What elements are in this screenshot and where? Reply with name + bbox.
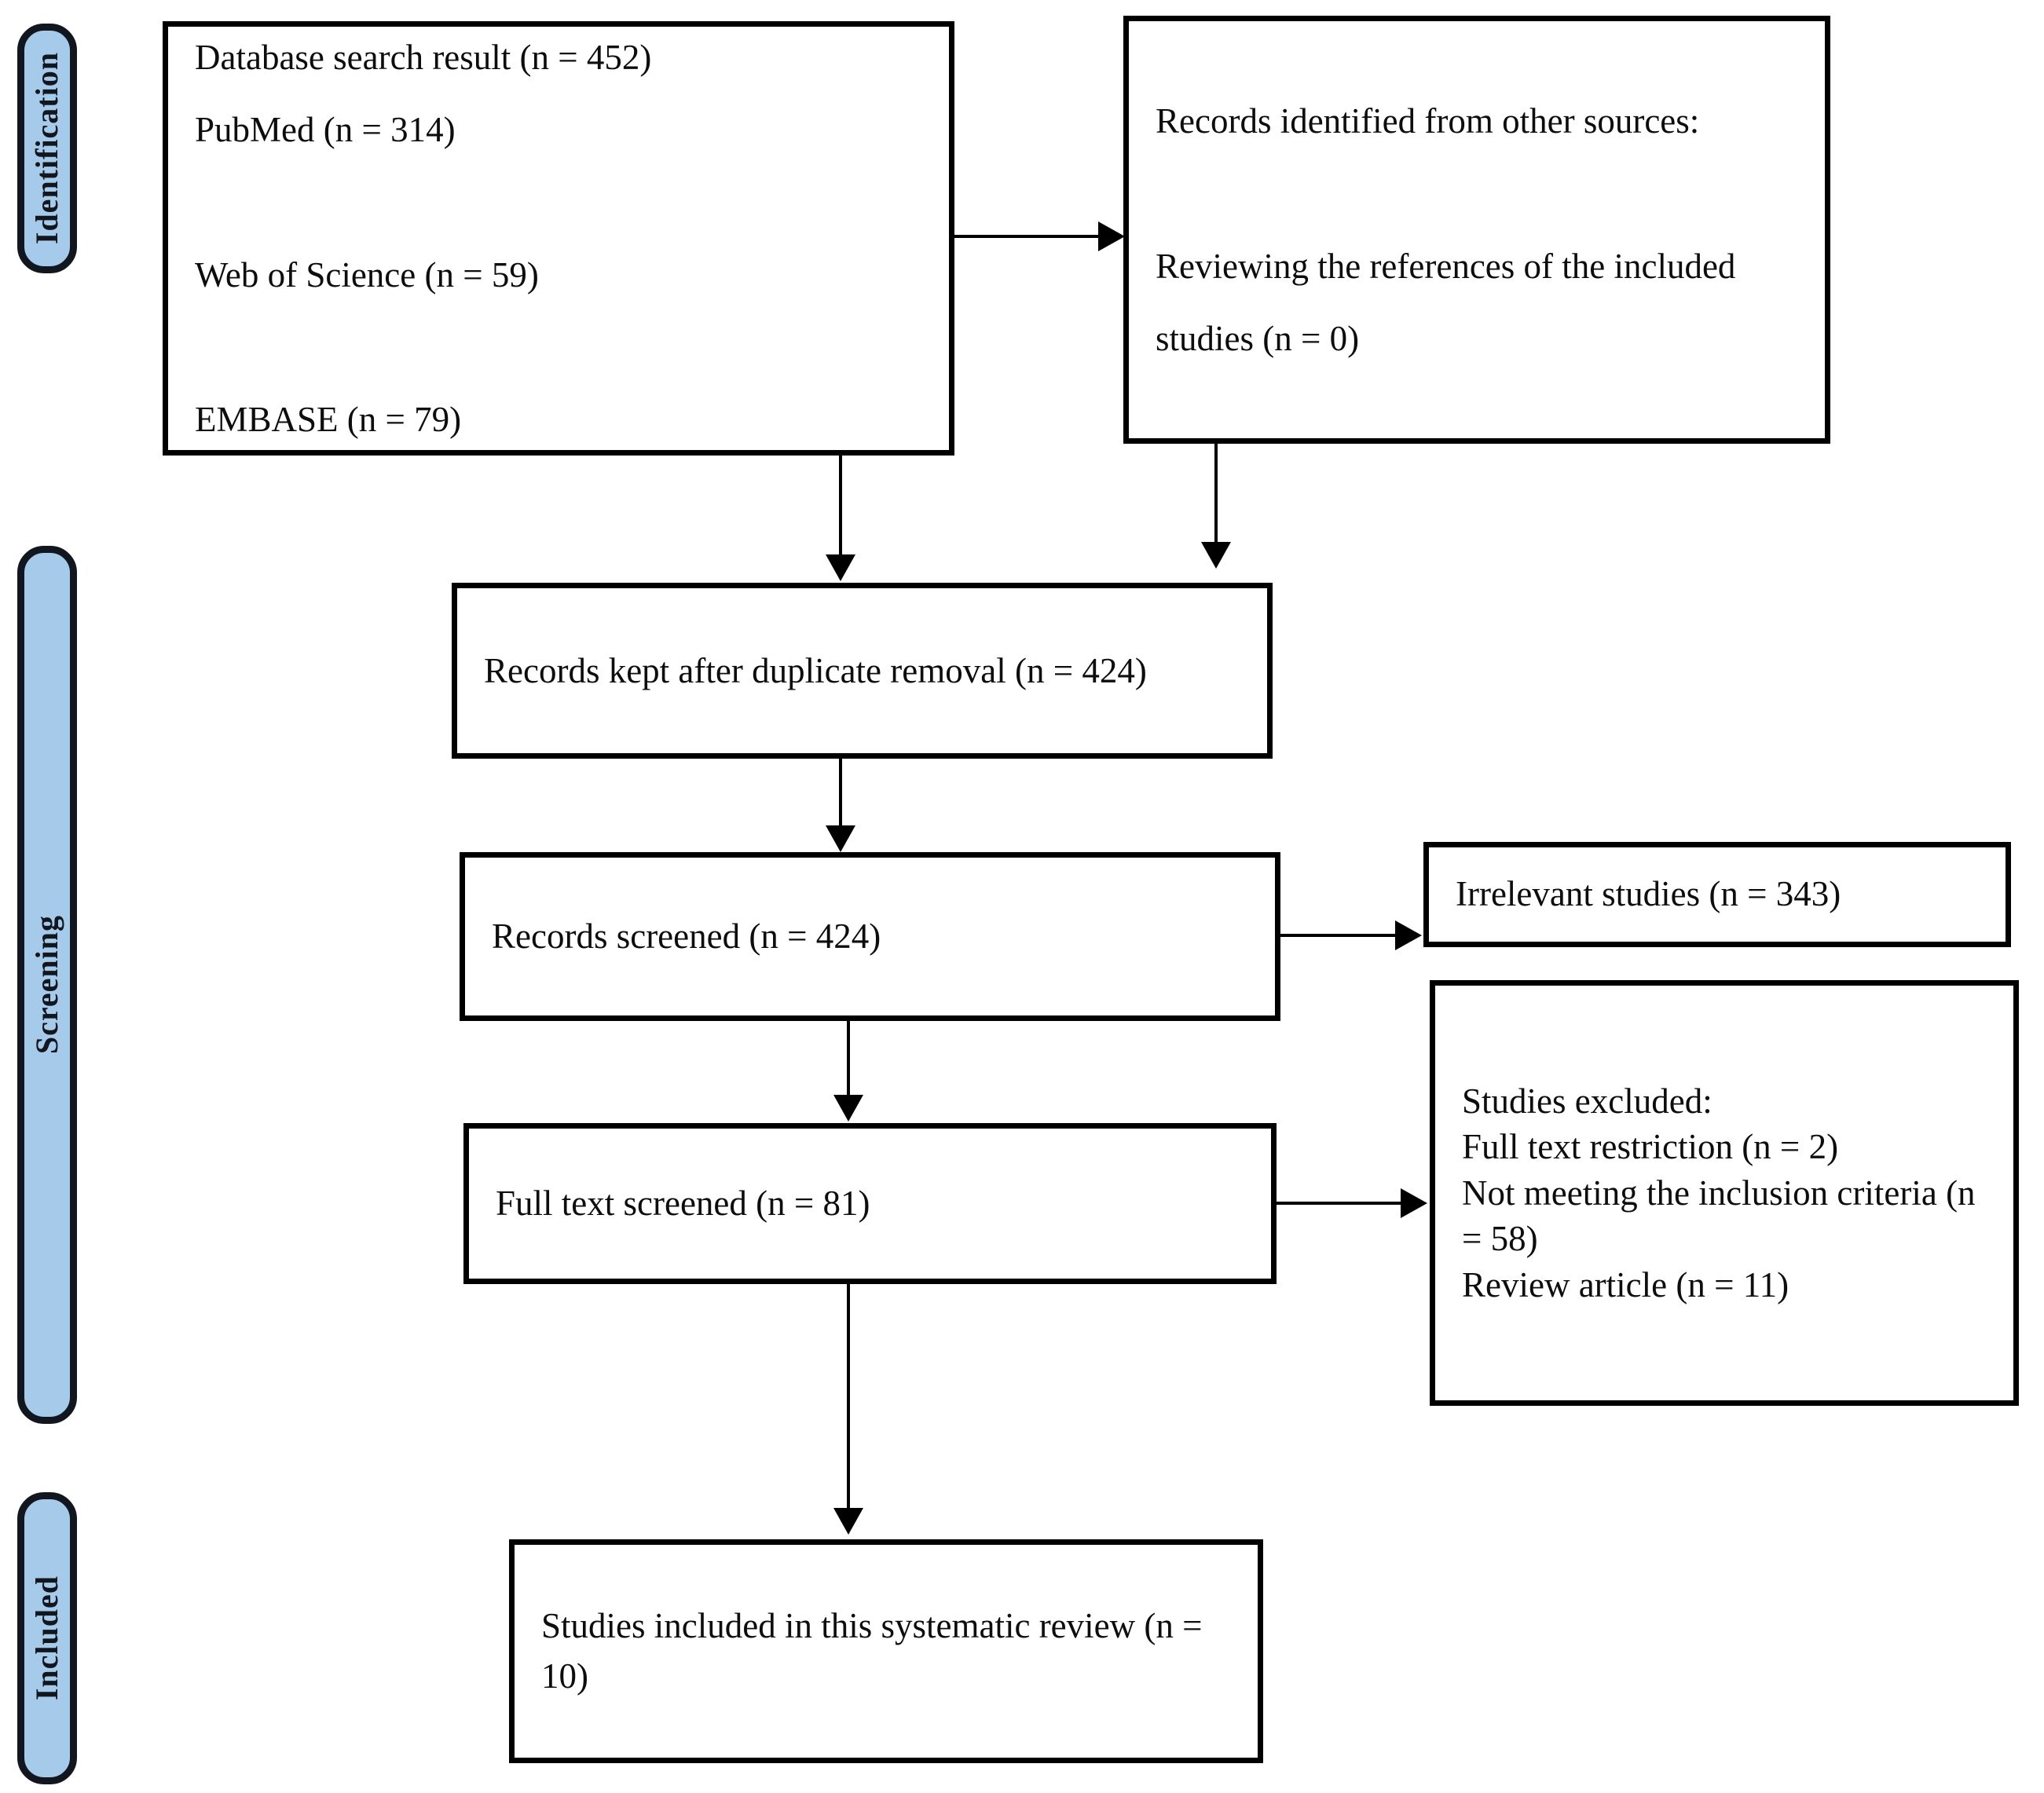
connector-database-to-duplicates [839,456,842,559]
arrowhead-duplicates-to-screened [826,825,855,852]
arrowhead-other-sources-to-duplicates [1201,542,1231,569]
box-other-sources: Records identified from other sources: R… [1123,16,1830,444]
arrowhead-database-to-other-sources [1098,221,1125,251]
box-records-screened: Records screened (n = 424) [460,852,1280,1021]
arrowhead-database-to-duplicates [826,554,855,581]
box-database-search-text: Database search result (n = 452) PubMed … [195,37,652,439]
box-duplicates-removed: Records kept after duplicate removal (n … [452,583,1273,759]
arrowhead-fulltext-to-included [833,1508,863,1535]
stage-pill-included: Included [17,1492,77,1784]
stage-pill-identification: Identification [17,24,77,273]
box-duplicates-removed-text: Records kept after duplicate removal (n … [484,650,1147,690]
stage-label-identification: Identification [29,52,64,245]
box-other-sources-text: Records identified from other sources: R… [1156,101,1736,358]
arrowhead-screened-to-irrelevant [1395,920,1422,950]
box-records-screened-text: Records screened (n = 424) [492,916,881,956]
stage-label-included: Included [29,1575,64,1701]
box-studies-included: Studies included in this systematic revi… [509,1539,1263,1763]
connector-fulltext-to-included [847,1284,850,1512]
box-irrelevant-studies-text: Irrelevant studies (n = 343) [1456,874,1841,914]
box-database-search: Database search result (n = 452) PubMed … [163,21,954,456]
connector-duplicates-to-screened [839,759,842,831]
box-full-text-screened-text: Full text screened (n = 81) [496,1183,870,1223]
box-irrelevant-studies: Irrelevant studies (n = 343) [1423,842,2011,947]
stage-label-screening: Screening [29,915,64,1055]
connector-screened-to-fulltext [847,1021,850,1100]
connector-fulltext-to-excluded [1277,1202,1402,1205]
connector-screened-to-irrelevant [1280,934,1397,937]
arrowhead-screened-to-fulltext [833,1095,863,1122]
box-studies-included-text: Studies included in this systematic revi… [541,1605,1211,1696]
arrowhead-fulltext-to-excluded [1401,1188,1427,1218]
stage-pill-screening: Screening [17,546,77,1424]
box-studies-excluded: Studies excluded: Full text restriction … [1430,980,2019,1406]
box-studies-excluded-text: Studies excluded: Full text restriction … [1462,1081,1976,1304]
connector-other-sources-to-duplicates [1214,444,1218,546]
connector-database-to-other-sources [954,235,1100,238]
box-full-text-screened: Full text screened (n = 81) [463,1123,1277,1284]
